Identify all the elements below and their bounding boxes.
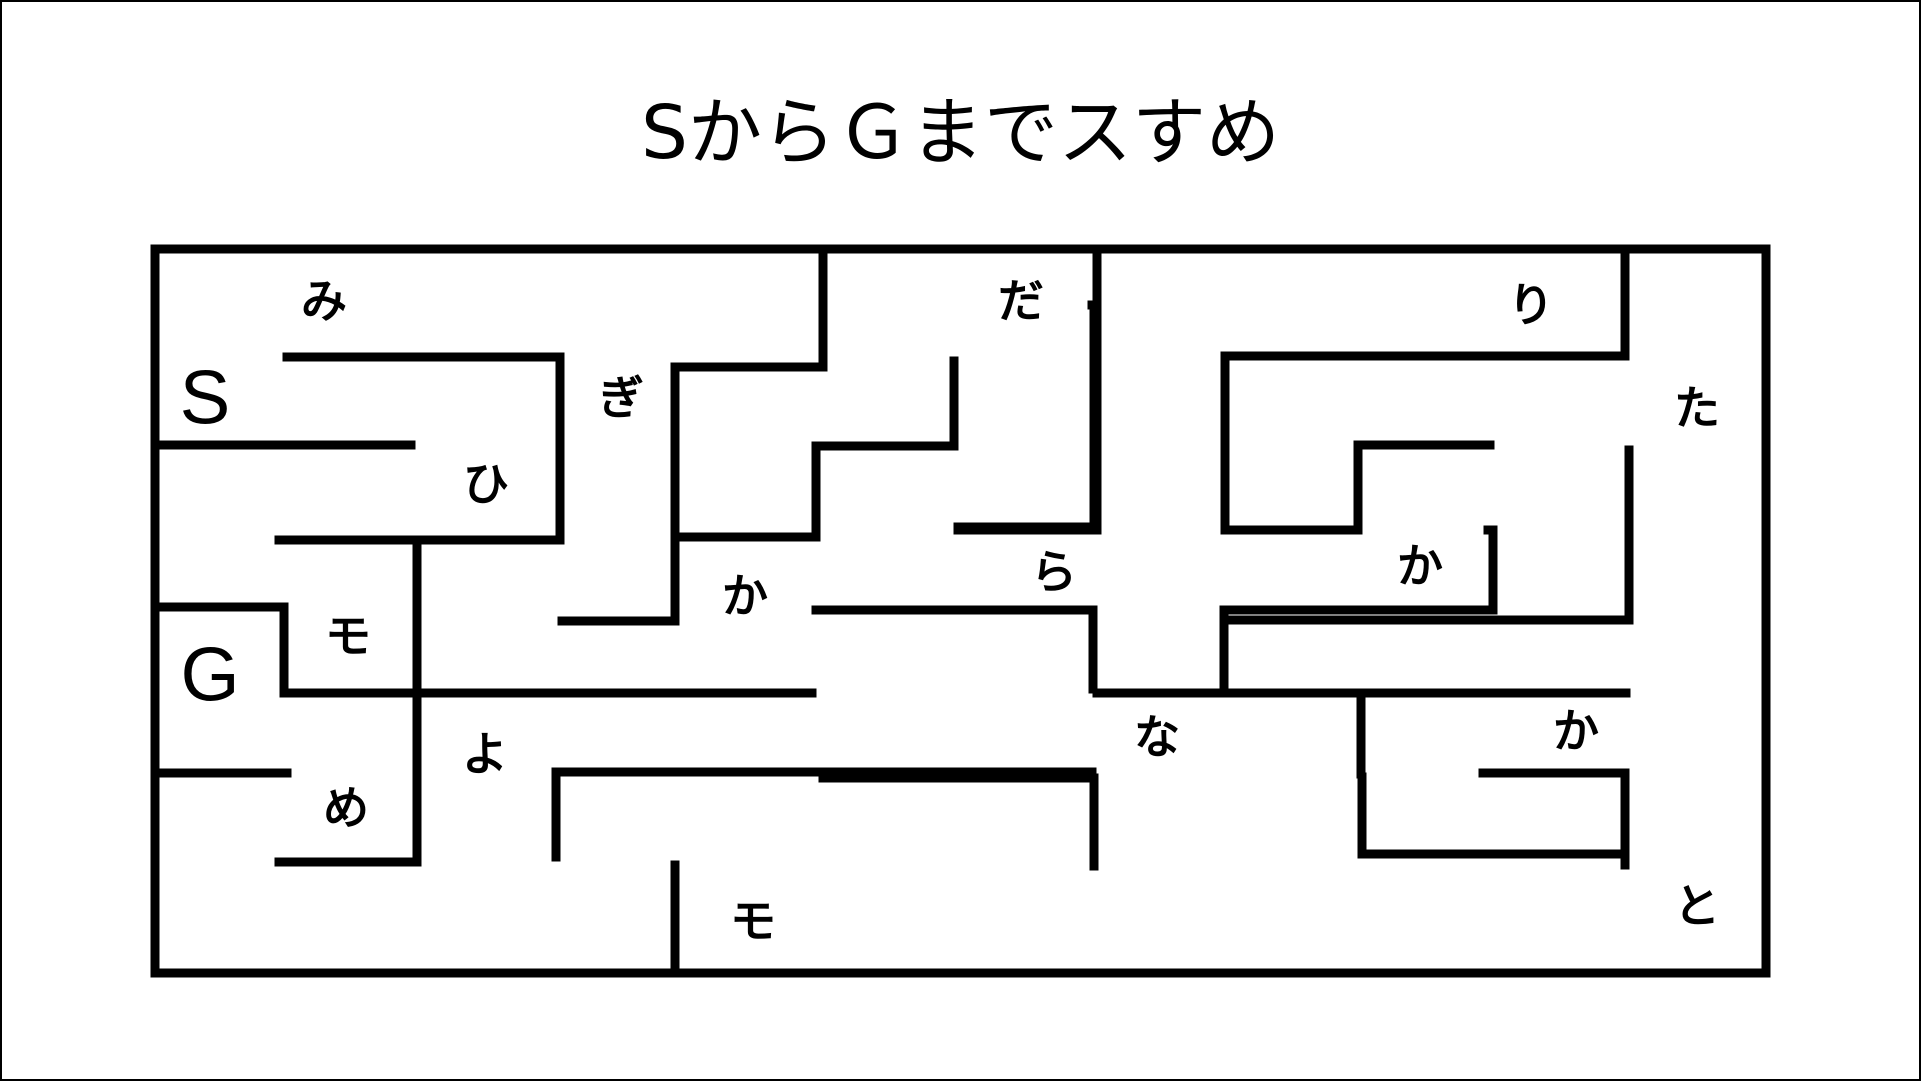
maze-character: め — [323, 781, 369, 835]
maze-character: か — [722, 569, 768, 623]
maze-wall-segment — [670, 356, 959, 542]
maze-walls — [154, 248, 1634, 978]
maze-wall-segment — [953, 300, 1099, 532]
maze-character: み — [301, 274, 347, 328]
maze-labels: S G — [180, 356, 240, 718]
maze-character: モ — [730, 894, 776, 948]
maze-character: り — [1508, 278, 1554, 332]
maze-character: よ — [462, 727, 508, 781]
maze-wall-segment — [557, 248, 828, 626]
maze-wall-segment — [274, 535, 422, 867]
maze-character: な — [1134, 710, 1180, 764]
maze-character: だ — [998, 274, 1044, 328]
maze-character: ぎ — [598, 371, 644, 425]
maze-wall-segment — [1357, 772, 1626, 859]
maze-character: モ — [325, 609, 371, 663]
maze-character: た — [1674, 381, 1720, 435]
maze-wall-segment — [953, 252, 1102, 535]
maze-wall-segment — [551, 767, 1097, 862]
maze-wall-segment — [154, 602, 422, 698]
maze-wall-segment — [1220, 248, 1630, 361]
maze-character: か — [1553, 704, 1599, 758]
maze-wall-segment — [1219, 445, 1634, 625]
maze-start-label: S — [180, 356, 231, 441]
maze-goal-label: G — [180, 633, 239, 718]
maze-character: ひ — [463, 457, 509, 511]
maze-character: と — [1674, 879, 1720, 933]
maze-wall-segment — [1478, 768, 1630, 870]
maze-character: か — [1397, 539, 1443, 593]
maze-wall-segment — [818, 773, 1099, 871]
maze-character: ら — [1031, 545, 1077, 599]
maze-wall-segment — [1219, 525, 1498, 698]
maze-wall-segment — [811, 605, 1098, 694]
maze-characters: みぎだりたひからかモよなかめモと — [301, 274, 1720, 948]
page-title: SからＧまでスすめ — [641, 90, 1280, 176]
